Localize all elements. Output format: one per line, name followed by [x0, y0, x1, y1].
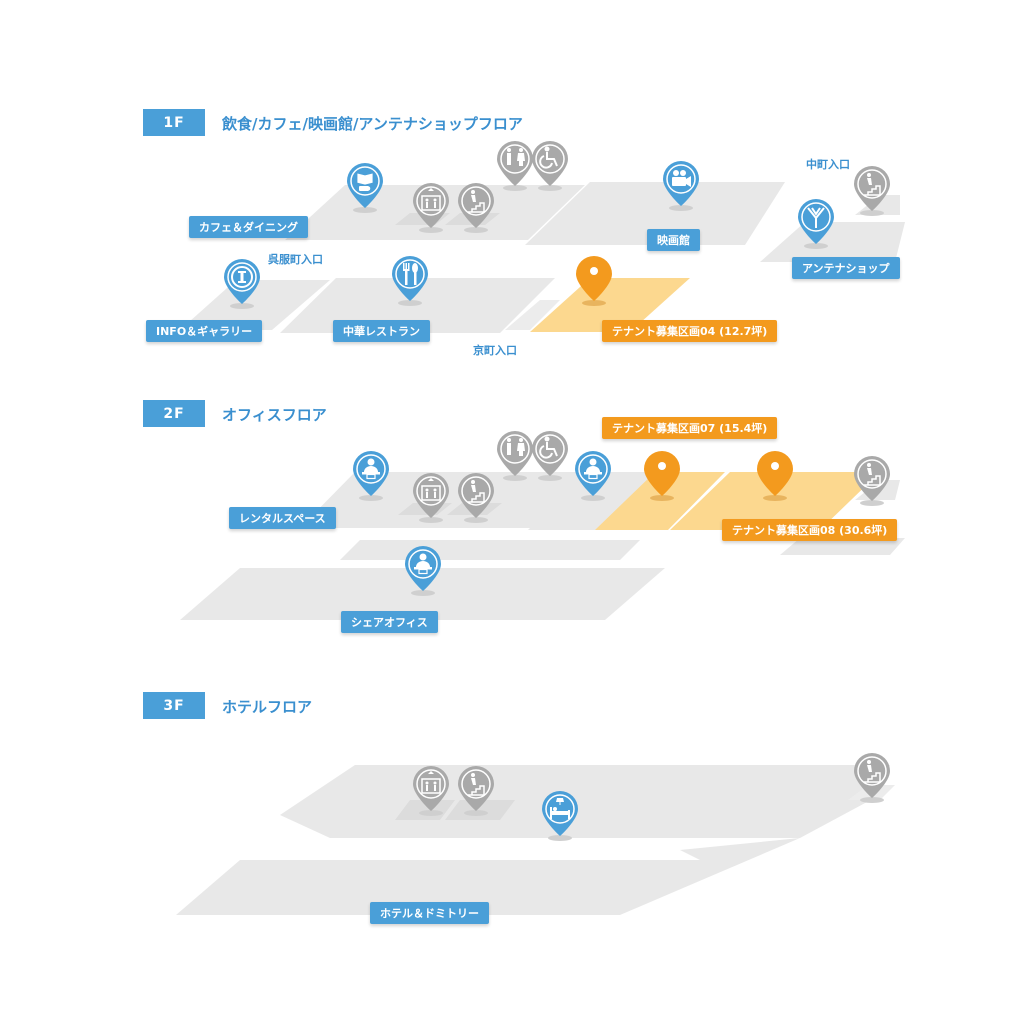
- tenant-icon: [590, 267, 598, 275]
- antenna-pin[interactable]: [796, 198, 836, 250]
- tenant-pin-07[interactable]: [642, 450, 682, 502]
- label-chinese-restaurant[interactable]: 中華レストラン: [333, 320, 430, 342]
- cinema-pin[interactable]: [661, 160, 701, 212]
- floor-badge-2f[interactable]: 2F: [143, 400, 205, 427]
- tenant-area-07: [595, 472, 725, 530]
- stairs-icon: [864, 760, 881, 783]
- label-info-gallery[interactable]: INFO＆ギャラリー: [146, 320, 263, 342]
- tenant-pin-08[interactable]: [755, 450, 795, 502]
- info-pin[interactable]: [222, 258, 262, 310]
- label-tenant-08[interactable]: テナント募集区画08 (30.6坪): [722, 519, 898, 541]
- stairs-icon: [864, 173, 881, 196]
- floor-title-2f: オフィスフロア: [222, 406, 327, 424]
- floor-title-3f: ホテルフロア: [222, 698, 313, 716]
- label-rental-space[interactable]: レンタルスペース: [229, 507, 336, 529]
- cafe-icon: [356, 172, 374, 191]
- wheelchair-pin-1f[interactable]: [530, 140, 570, 192]
- entrance-kyomachi: 京町入口: [473, 344, 517, 357]
- floor-badge-1f[interactable]: 1F: [143, 109, 205, 136]
- stairs-icon: [468, 190, 485, 213]
- floor-badge-3f[interactable]: 3F: [143, 692, 205, 719]
- restroom-pin-1f[interactable]: [495, 140, 535, 192]
- tenant-area-04: [530, 278, 690, 332]
- label-tenant-07[interactable]: テナント募集区画07 (15.4坪): [602, 417, 778, 439]
- label-hotel-dormitory[interactable]: ホテル＆ドミトリー: [370, 902, 489, 924]
- stairs-icon: [468, 773, 485, 796]
- label-antenna-shop[interactable]: アンテナショップ: [792, 257, 900, 279]
- elevator-pin-3f[interactable]: [411, 765, 451, 817]
- stairs-pin-2f-east[interactable]: [852, 455, 892, 507]
- elevator-icon: [421, 771, 441, 794]
- label-share-office[interactable]: シェアオフィス: [341, 611, 438, 633]
- restaurant-pin[interactable]: [390, 255, 430, 307]
- label-cinema[interactable]: 映画館: [647, 229, 700, 251]
- entrance-nakamachi: 中町入口: [806, 158, 850, 171]
- hotel-pin[interactable]: [540, 790, 580, 842]
- stairs-icon: [864, 463, 881, 486]
- hotel-bed-icon: [550, 798, 570, 819]
- stairs-pin-3f-east[interactable]: [852, 752, 892, 804]
- office-pin-share[interactable]: [403, 545, 443, 597]
- office-pin-rental[interactable]: [351, 450, 391, 502]
- wheelchair-icon: [539, 436, 558, 459]
- restroom-icon: [507, 438, 525, 456]
- stairs-pin-1f-east[interactable]: [852, 165, 892, 217]
- wheelchair-pin-2f[interactable]: [530, 430, 570, 482]
- floor-plate-3f: [176, 765, 890, 915]
- floor-title-1f: 飲食/カフェ/映画館/アンテナショップフロア: [222, 115, 523, 133]
- tenant-icon: [771, 462, 779, 470]
- antenna-icon: [807, 207, 825, 228]
- cafe-pin[interactable]: [345, 162, 385, 214]
- elevator-pin-2f[interactable]: [411, 472, 451, 524]
- label-tenant-04[interactable]: テナント募集区画04 (12.7坪): [602, 320, 778, 342]
- cinema-icon: [672, 170, 691, 187]
- elevator-icon: [421, 188, 441, 211]
- stairs-icon: [468, 480, 485, 503]
- restroom-pin-2f[interactable]: [495, 430, 535, 482]
- elevator-pin-1f[interactable]: [411, 182, 451, 234]
- stairs-pin-3f[interactable]: [456, 765, 496, 817]
- stairs-pin-2f[interactable]: [456, 472, 496, 524]
- wheelchair-icon: [539, 146, 558, 169]
- elevator-icon: [421, 478, 441, 501]
- office-pin-2f-center[interactable]: [573, 450, 613, 502]
- label-cafe-dining[interactable]: カフェ＆ダイニング: [189, 216, 308, 238]
- restaurant-icon: [403, 263, 418, 285]
- entrance-gofukumachi: 呉服町入口: [268, 253, 323, 266]
- info-icon: [231, 266, 253, 288]
- office-icon: [584, 458, 602, 480]
- restroom-icon: [507, 148, 525, 166]
- stairs-pin-1f[interactable]: [456, 182, 496, 234]
- office-icon: [362, 458, 380, 480]
- office-icon: [414, 553, 432, 575]
- tenant-pin-04[interactable]: [574, 255, 614, 307]
- tenant-icon: [658, 462, 666, 470]
